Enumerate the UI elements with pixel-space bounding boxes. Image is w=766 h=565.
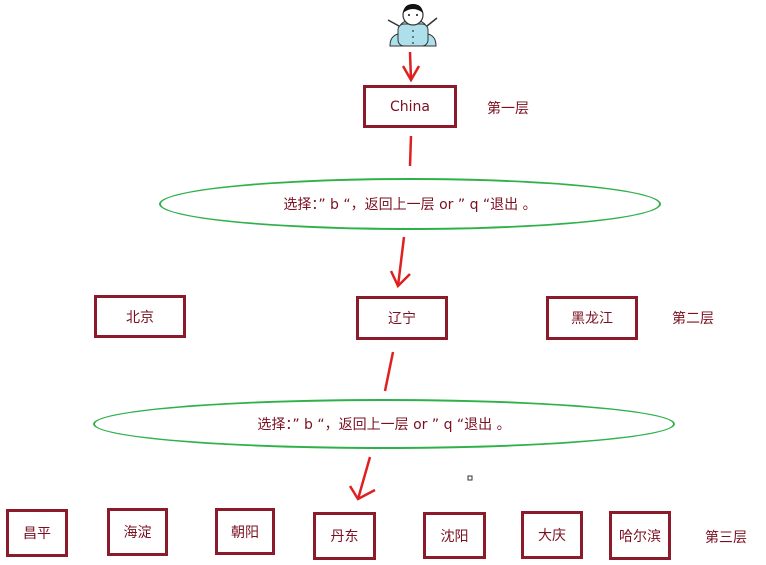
node-china: China (363, 85, 457, 128)
node-shenyang: 沈阳 (423, 512, 486, 559)
arrow-prompt-to-dandong (348, 456, 376, 501)
prompt-text-1: 选择：” b “，返回上一层 or ” q “退出 。 (283, 197, 537, 213)
prompt-oval-1: 选择：” b “，返回上一层 or ” q “退出 。 (159, 178, 661, 230)
layer-label-3: 第三层 (705, 530, 747, 546)
node-haerbin: 哈尔滨 (609, 511, 671, 560)
node-beijing: 北京 (94, 295, 186, 338)
prompt-text-2: 选择：” b “，返回上一层 or ” q “退出 。 (257, 417, 511, 433)
prompt-oval-2: 选择：” b “，返回上一层 or ” q “退出 。 (93, 399, 675, 449)
small-marker (467, 475, 473, 481)
arrow-prompt-to-liaoning (389, 236, 411, 289)
node-haidian: 海淀 (107, 508, 168, 556)
node-daqing: 大庆 (521, 511, 583, 559)
person-icon (387, 4, 438, 47)
connector-china-to-prompt (408, 135, 413, 167)
layer-label-1: 第一层 (487, 101, 529, 117)
node-dandong: 丹东 (313, 512, 376, 560)
arrow-person-to-china (401, 51, 421, 83)
node-chaoyang: 朝阳 (215, 508, 275, 555)
connector-liaoning-to-prompt (383, 351, 395, 392)
node-changping: 昌平 (6, 509, 68, 557)
layer-label-2: 第二层 (672, 311, 714, 327)
node-liaoning: 辽宁 (356, 296, 448, 340)
node-heilongjiang: 黑龙江 (546, 296, 638, 340)
